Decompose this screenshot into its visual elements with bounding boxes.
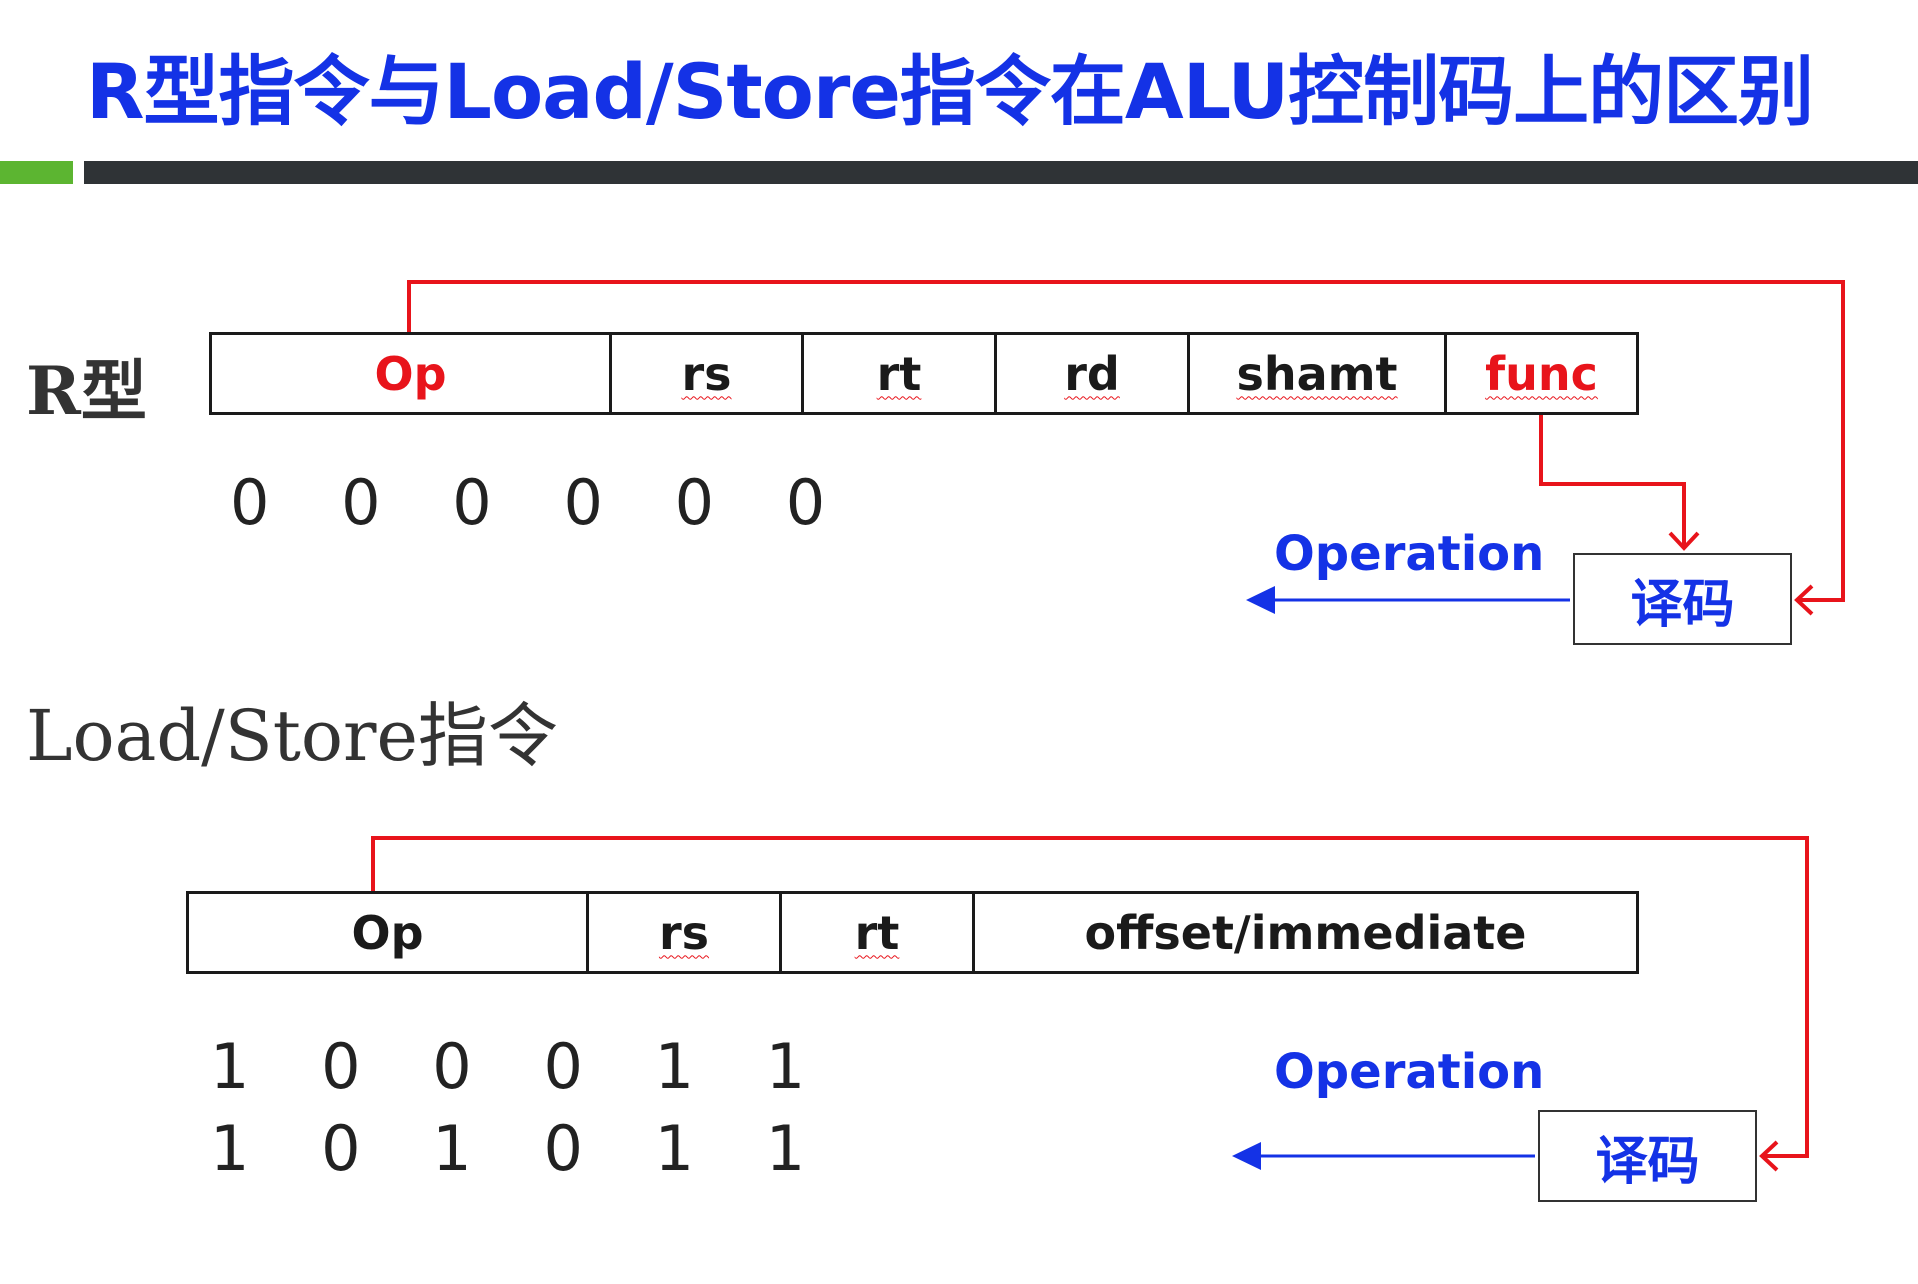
r-operation-arrow (1246, 586, 1570, 614)
ls-field-rt: rt (782, 894, 975, 971)
r-type-instruction-format: Op rs rt rd shamt func (209, 332, 1639, 415)
r-decoder-label: 译码 (1630, 574, 1735, 635)
ls-op-bits-load: 1 0 0 0 1 1 (210, 1030, 832, 1103)
r-field-func-label: func (1485, 346, 1598, 401)
ls-field-rs: rs (589, 894, 782, 971)
r-field-shamt-label: shamt (1236, 346, 1398, 401)
r-op-bits: 0 0 0 0 0 0 (230, 466, 852, 539)
r-field-rs: rs (612, 335, 804, 412)
r-field-op: Op (212, 335, 612, 412)
ls-operation-label: Operation (1274, 1044, 1545, 1100)
r-func-to-decoder-line (1539, 415, 1700, 551)
ls-field-rt-label: rt (854, 905, 900, 960)
r-field-rt: rt (804, 335, 997, 412)
title-underline-accent (0, 161, 73, 184)
title-underline-bar (84, 161, 1918, 184)
ls-field-op: Op (189, 894, 589, 971)
r-field-op-label: Op (374, 346, 447, 401)
ls-op-bits-store: 1 0 1 0 1 1 (210, 1112, 832, 1185)
ls-field-rs-label: rs (658, 905, 710, 960)
r-type-label: R型 (26, 352, 147, 430)
r-field-rs-label: rs (681, 346, 732, 401)
ls-operation-arrow (1232, 1142, 1535, 1170)
ls-field-offset-immediate-label: offset/immediate (1084, 905, 1527, 960)
ls-field-op-label: Op (351, 905, 424, 960)
r-operation-label: Operation (1274, 526, 1545, 582)
r-field-func: func (1447, 335, 1636, 412)
page-title: R型指令与Load/Store指令在ALU控制码上的区别 (86, 47, 1814, 136)
r-field-rd-label: rd (1064, 346, 1120, 401)
r-field-rd: rd (997, 335, 1190, 412)
ls-decoder-box: 译码 (1538, 1110, 1757, 1202)
r-field-rt-label: rt (876, 346, 922, 401)
ls-decoder-label: 译码 (1595, 1131, 1700, 1192)
load-store-instruction-format: Op rs rt offset/immediate (186, 891, 1639, 974)
r-decoder-box: 译码 (1573, 553, 1792, 645)
load-store-label: Load/Store指令 (26, 695, 558, 777)
r-field-shamt: shamt (1190, 335, 1447, 412)
ls-field-offset-immediate: offset/immediate (975, 894, 1636, 971)
